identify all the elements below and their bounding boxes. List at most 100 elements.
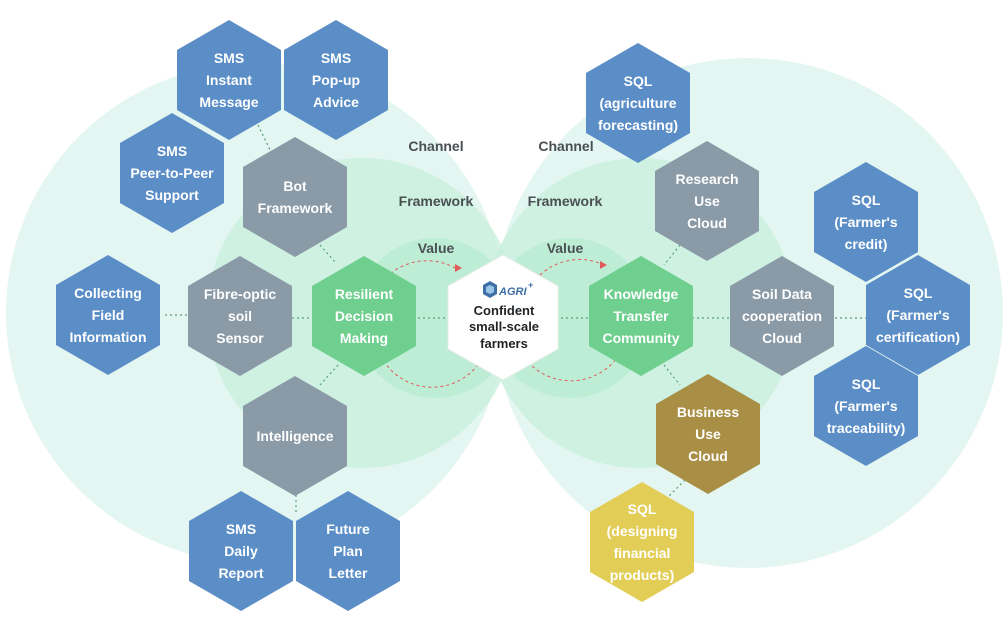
connector [319, 244, 336, 263]
hex-label-line: Field [92, 307, 125, 323]
hex-node-sql-farmers-certification: SQL (Farmer's certification) [866, 255, 970, 375]
hex-label-line: Cloud [688, 448, 728, 464]
hex-label-line: products) [610, 567, 675, 583]
hexagon-shape [590, 482, 694, 602]
hexagon-nodes: SMSInstantMessageSMSPop-upAdviceSMSPeer-… [56, 20, 970, 611]
hex-label-line: Soil Data [752, 286, 812, 302]
hexagon-shape [120, 113, 224, 233]
channel-label-left: Channel [408, 138, 463, 154]
framework-label-left: Framework [399, 193, 474, 209]
logo-hex-inner-icon [486, 285, 494, 294]
hex-label-line: Research [675, 171, 738, 187]
hex-label-line: Message [199, 94, 258, 110]
hex-label-line: SQL [904, 285, 933, 301]
hex-label-line: Letter [329, 565, 368, 581]
hex-label-line: (agriculture [599, 95, 676, 111]
hex-label-line: Resilient [335, 286, 394, 302]
value-label-right: Value [547, 240, 584, 256]
hexagon-shape [586, 43, 690, 163]
connector [663, 364, 681, 386]
hexagon-shape [589, 256, 693, 376]
hex-label-line: forecasting) [598, 117, 678, 133]
hex-label-line: SMS [214, 50, 244, 66]
framework-label-right: Framework [528, 193, 603, 209]
hex-label-line: Community [603, 330, 680, 346]
hex-label-line: Information [70, 329, 147, 345]
hex-label-line: Business [677, 404, 739, 420]
hex-node-intelligence: Intelligence [243, 376, 347, 496]
hex-label-line: Fibre-optic [204, 286, 277, 302]
center-line-2: small-scale [469, 319, 539, 334]
hexagon-shape [730, 256, 834, 376]
hex-label-line: (designing [607, 523, 678, 539]
channel-label-right: Channel [538, 138, 593, 154]
hex-label-line: credit) [845, 236, 888, 252]
hex-label-line: financial [614, 545, 671, 561]
value-label-left: Value [418, 240, 455, 256]
hex-label-line: Plan [333, 543, 363, 559]
hex-label-line: SQL [628, 501, 657, 517]
hex-label-line: Pop-up [312, 72, 360, 88]
hexagon-shape [189, 491, 293, 611]
hex-label-line: soil [228, 308, 252, 324]
hex-label-line: Report [218, 565, 263, 581]
hex-node-sql-designing-financial-products: SQL (designing financial products) [590, 482, 694, 602]
hex-label-line: Transfer [613, 308, 669, 324]
hex-label-line: SMS [226, 521, 256, 537]
hex-label-line: SMS [157, 143, 187, 159]
hex-label-line: (Farmer's [886, 307, 949, 323]
hex-label-line: Collecting [74, 285, 142, 301]
hexagon-shape [284, 20, 388, 140]
hex-label-line: SQL [852, 192, 881, 208]
center-hexagon [447, 254, 559, 381]
hex-node-sql-farmers-credit: SQL (Farmer's credit) [814, 162, 918, 282]
hexagon-shape [56, 255, 160, 375]
hexagon-shape [243, 137, 347, 257]
hexagon-shape [243, 376, 347, 496]
hex-label-line: Peer-to-Peer [130, 165, 214, 181]
value-arcs [377, 259, 623, 388]
hex-label-line: Use [694, 193, 720, 209]
hex-label-line: Daily [224, 543, 258, 559]
hex-label-line: traceability) [827, 420, 906, 436]
hex-label-line: certification) [876, 329, 960, 345]
hex-label-line: Bot [283, 178, 307, 194]
value-arc-left-lower [377, 349, 481, 388]
hexagon-shape [312, 256, 416, 376]
hexagon-shape [296, 491, 400, 611]
hex-label-line: Use [695, 426, 721, 442]
hex-label-line: Support [145, 187, 199, 203]
hexagon-shape [814, 346, 918, 466]
hex-label-line: Future [326, 521, 370, 537]
value-arc-right [539, 259, 605, 276]
value-arc-right-lower [527, 349, 623, 382]
hex-label-line: (Farmer's [834, 214, 897, 230]
logo-text: AGRI [498, 286, 527, 298]
arrowhead-icon [600, 261, 607, 269]
hexagon-shape [188, 256, 292, 376]
hexagon-shape [656, 374, 760, 494]
arrowhead-icon [455, 264, 462, 272]
hexagon-shape [655, 141, 759, 261]
hex-label-line: SMS [321, 50, 351, 66]
hex-label-line: cooperation [742, 308, 822, 324]
connector [663, 244, 681, 266]
center-line-1: Confident [474, 303, 535, 318]
hex-label-line: Decision [335, 308, 393, 324]
hexagon-shape [866, 255, 970, 375]
hex-label-line: Advice [313, 94, 359, 110]
hexagon-shape [177, 20, 281, 140]
